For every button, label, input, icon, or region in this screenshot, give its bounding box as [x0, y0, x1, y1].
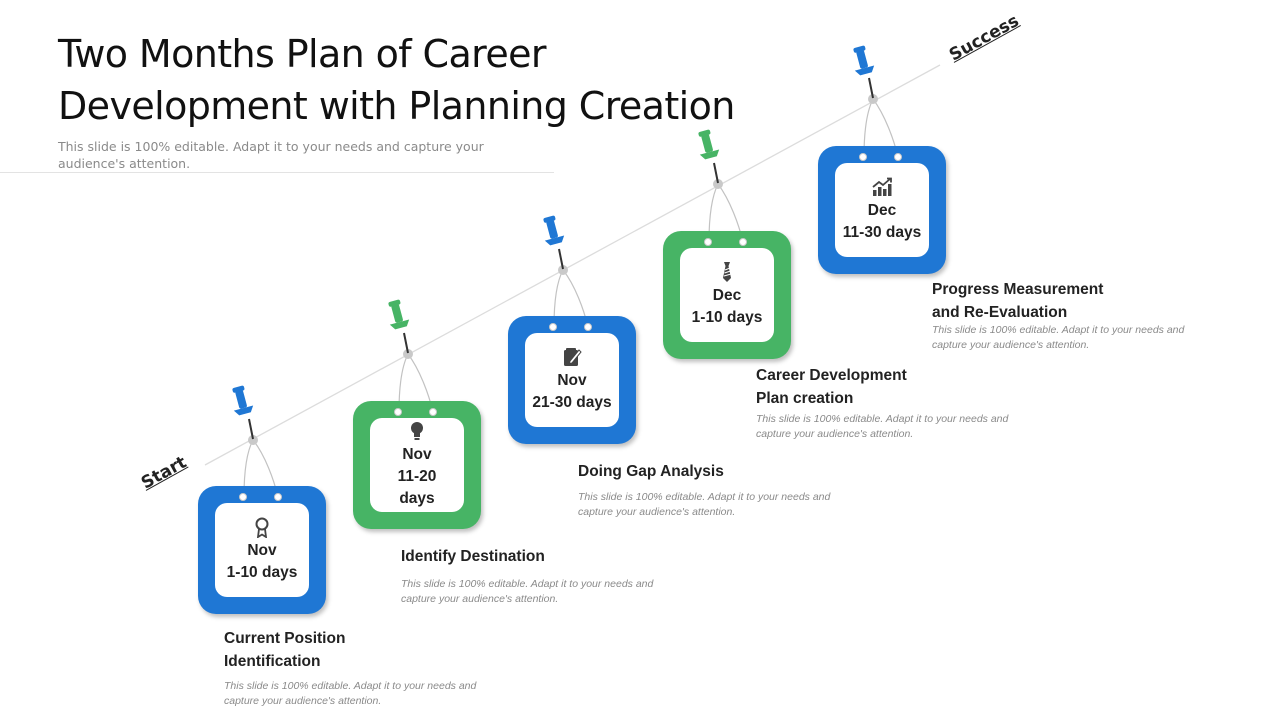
lightbulb-icon — [411, 422, 423, 440]
slide-title: Two Months Plan of Career Development wi… — [58, 28, 778, 132]
pushpin-icon-step-2 — [388, 299, 410, 330]
step-card-5-inner: Dec 11-30 days — [835, 163, 929, 257]
card-hole-left — [859, 153, 867, 161]
step-card-1: Nov 1-10 days — [198, 486, 326, 614]
slide-title-line-1: Two Months Plan of Career — [58, 32, 547, 76]
step-1-title-line-2: Identification — [224, 653, 321, 670]
step-3-month: Nov — [557, 372, 587, 389]
card-hole-left — [704, 238, 712, 246]
award-ribbon-icon — [255, 517, 269, 538]
step-2-month: Nov — [402, 446, 432, 463]
step-card-5: Dec 11-30 days — [818, 146, 946, 274]
step-4-title-line-2: Plan creation — [756, 390, 854, 407]
card-hole-left — [239, 493, 247, 501]
step-4-month: Dec — [712, 287, 742, 304]
step-5-month: Dec — [867, 202, 897, 219]
step-1-month: Nov — [247, 542, 277, 559]
card-hole-right — [584, 323, 592, 331]
slide-title-line-2: Development with Planning Creation — [58, 84, 735, 128]
slide-subtitle: This slide is 100% editable. Adapt it to… — [58, 139, 484, 171]
step-3-description: This slide is 100% editable. Adapt it to… — [578, 491, 831, 518]
card-hole-right — [739, 238, 747, 246]
step-5-title: Progress Measurement and Re-Evaluation — [932, 278, 1103, 324]
step-4-description: This slide is 100% editable. Adapt it to… — [756, 413, 1009, 440]
step-3-title-line-1: Doing Gap Analysis — [578, 463, 724, 480]
pushpin-icon-step-3 — [543, 215, 565, 246]
pushpin-icon-step-1 — [232, 385, 254, 416]
necktie-icon — [723, 262, 732, 282]
card-hole-left — [394, 408, 402, 416]
step-card-4: Dec 1-10 days — [663, 231, 791, 359]
step-5-days: 11-30 days — [842, 224, 922, 241]
step-5-description: This slide is 100% editable. Adapt it to… — [932, 324, 1185, 351]
step-1-title: Current Position Identification — [224, 627, 345, 673]
step-2-days: 11-20 days — [397, 468, 437, 507]
pushpin-icon-step-5 — [853, 45, 875, 76]
progress-diagonal-line — [204, 64, 941, 466]
pushpin-icon-step-4 — [698, 129, 720, 160]
card-hole-right — [429, 408, 437, 416]
step-1-title-line-1: Current Position — [224, 630, 346, 647]
step-4-days: 1-10 days — [691, 309, 763, 326]
step-5-title-line-1: Progress Measurement — [932, 281, 1104, 298]
step-2-description: This slide is 100% editable. Adapt it to… — [401, 578, 654, 605]
step-5-title-line-2: and Re-Evaluation — [932, 304, 1068, 321]
card-hole-right — [894, 153, 902, 161]
step-1-days: 1-10 days — [226, 564, 298, 581]
step-2-title-line-1: Identify Destination — [401, 548, 545, 565]
card-hole-left — [549, 323, 557, 331]
step-3-title: Doing Gap Analysis — [578, 460, 724, 483]
notepad-pencil-icon — [564, 348, 582, 366]
step-2-title: Identify Destination — [401, 545, 545, 568]
card-hole-right — [274, 493, 282, 501]
step-1-description: This slide is 100% editable. Adapt it to… — [224, 680, 477, 707]
step-card-1-inner: Nov 1-10 days — [215, 503, 309, 597]
step-3-days: 21-30 days — [532, 394, 612, 411]
step-card-3-inner: Nov 21-30 days — [525, 333, 619, 427]
growth-chart-icon — [872, 177, 892, 196]
step-4-title-line-1: Career Development — [756, 367, 907, 384]
step-card-3: Nov 21-30 days — [508, 316, 636, 444]
step-card-4-inner: Dec 1-10 days — [680, 248, 774, 342]
title-divider — [0, 172, 554, 173]
step-4-title: Career Development Plan creation — [756, 364, 907, 410]
step-card-2: Nov 11-20 days — [353, 401, 481, 529]
step-card-2-inner: Nov 11-20 days — [370, 418, 464, 512]
